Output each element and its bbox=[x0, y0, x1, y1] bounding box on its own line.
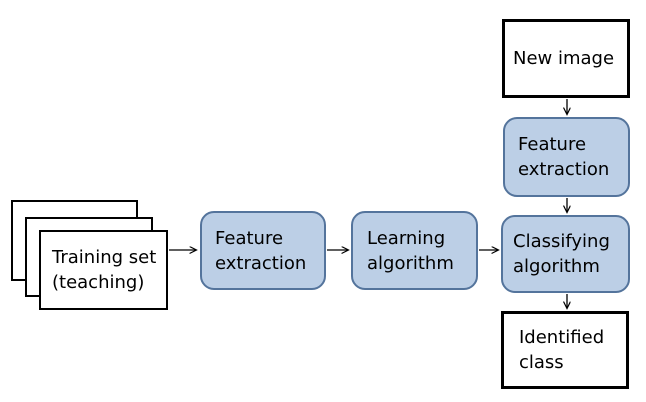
node-classifying-algorithm: Classifying algorithm bbox=[501, 215, 630, 293]
node-label: Training set bbox=[52, 247, 157, 268]
node-label: Feature bbox=[518, 134, 587, 155]
node-label: algorithm bbox=[513, 256, 600, 277]
node-label: Identified bbox=[519, 327, 605, 348]
node-label: algorithm bbox=[367, 252, 454, 274]
node-learning-algorithm: Learning algorithm bbox=[351, 211, 478, 290]
node-label: class bbox=[519, 352, 564, 373]
node-label: Feature bbox=[215, 227, 284, 249]
node-label: extraction bbox=[518, 159, 610, 180]
node-feature-extraction-training: Feature extraction bbox=[200, 211, 326, 290]
node-label: Classifying bbox=[513, 231, 610, 252]
node-label: Learning bbox=[367, 227, 446, 249]
node-label: (teaching) bbox=[52, 272, 145, 293]
node-label: extraction bbox=[215, 252, 307, 274]
node-label: New image bbox=[513, 48, 615, 69]
node-identified-class: Identified class bbox=[501, 311, 629, 389]
node-feature-extraction-classify: Feature extraction bbox=[503, 117, 630, 197]
node-training-set: Training set (teaching) bbox=[39, 230, 168, 310]
node-new-image: New image bbox=[502, 19, 630, 98]
